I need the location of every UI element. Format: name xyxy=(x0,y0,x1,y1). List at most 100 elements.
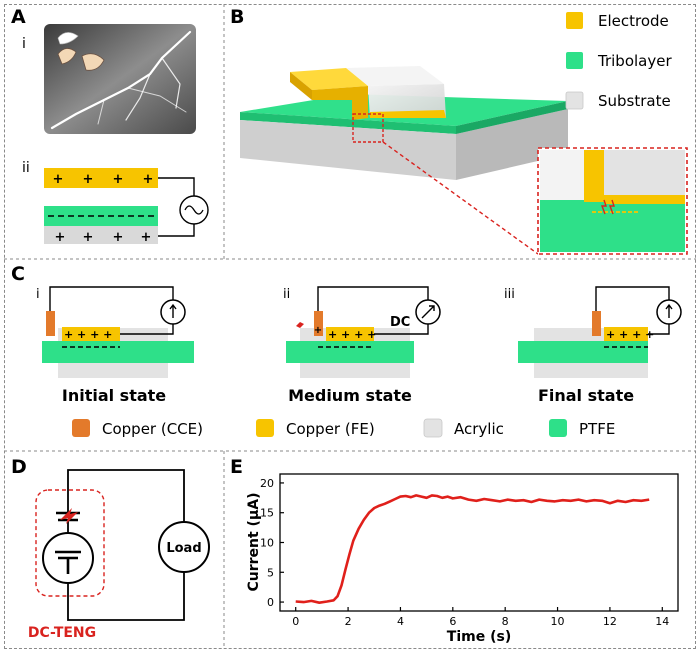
ammeter-needle-icon xyxy=(421,305,435,319)
dc-teng-box xyxy=(35,489,105,597)
legend-swatch-electrode xyxy=(566,12,583,29)
inset-floating-electrode xyxy=(604,195,685,204)
inset-electrode xyxy=(584,150,606,202)
lightning-icon xyxy=(50,30,192,130)
ammeter-needle-icon xyxy=(665,303,673,318)
b-substrate-side xyxy=(456,109,568,180)
chart-series-line-current xyxy=(295,494,650,604)
state-iii-roman: iii xyxy=(504,287,515,302)
gap-spark-icon xyxy=(60,508,78,524)
inset-tribolayer xyxy=(540,200,685,252)
a-substrate xyxy=(44,226,158,244)
state-ii-cce-plus: + xyxy=(314,325,322,336)
b-zoom-box xyxy=(352,113,384,143)
state-i-cce xyxy=(46,311,55,336)
state-i-wire xyxy=(49,286,174,335)
b-substrate-block-top xyxy=(346,66,444,86)
y-tick-label: 20 xyxy=(260,477,274,490)
static-spark-photo xyxy=(44,24,196,134)
b-tribolayer-side xyxy=(456,101,568,134)
state-iii-charges: + + + + xyxy=(606,328,654,341)
state-iii-ptfe xyxy=(518,341,648,363)
panel-d: Load DC-TENG xyxy=(28,469,210,641)
y-tick-label: 5 xyxy=(267,566,274,579)
state-iii-wire xyxy=(595,286,670,335)
state-ii-ptfe xyxy=(286,341,414,363)
ammeter-needle-icon xyxy=(169,303,177,318)
state-ii-roman: ii xyxy=(283,287,290,302)
b-electrode-top xyxy=(290,68,368,90)
panel-label-a: A xyxy=(11,6,26,28)
state-iii-fe xyxy=(604,327,648,341)
x-tick-label: 10 xyxy=(551,615,565,628)
legend-swatch-fe xyxy=(256,419,274,437)
a-electrode-layer xyxy=(44,168,158,188)
panel-label-c: C xyxy=(11,263,25,285)
a-plus-charge: + xyxy=(141,230,152,245)
state-i-ptfe xyxy=(42,341,194,363)
legend-label-electrode: Electrode xyxy=(598,12,669,30)
state-i-fe xyxy=(62,327,120,341)
a-plus-charge: + xyxy=(143,172,154,187)
a-circuit-wire xyxy=(158,177,195,237)
legend-label-fe: Copper (FE) xyxy=(286,420,375,438)
load-label: Load xyxy=(166,541,201,556)
a-plus-charge: + xyxy=(83,230,94,245)
spark-icon xyxy=(600,199,615,215)
b-electrode-side xyxy=(290,72,312,100)
a-plus-charge: + xyxy=(83,172,94,187)
b-tribolayer-front xyxy=(240,112,456,134)
y-tick-label: 0 xyxy=(267,596,274,609)
legend-swatch-ptfe xyxy=(549,419,567,437)
b-zoom-connector xyxy=(382,141,539,255)
legend-swatch-tribolayer xyxy=(566,52,583,69)
x-tick-label: 6 xyxy=(449,615,456,628)
a-plus-charge: + xyxy=(55,230,66,245)
current-source-symbol-icon xyxy=(55,550,81,574)
state-ii-cce xyxy=(314,311,323,336)
sine-wave-icon xyxy=(184,205,204,215)
y-tick-label: 10 xyxy=(260,537,274,550)
x-tick-label: 4 xyxy=(397,615,404,628)
b-floating-electrode xyxy=(370,110,446,118)
state-i-caption: Initial state xyxy=(62,386,166,405)
figure-frame xyxy=(4,4,696,649)
legend-swatch-cce xyxy=(72,419,90,437)
b-substrate-front xyxy=(240,120,456,180)
panel-label-e: E xyxy=(230,456,243,478)
b-electrode-face xyxy=(312,86,368,120)
panel-label-b: B xyxy=(230,6,245,28)
x-tick-label: 14 xyxy=(655,615,669,628)
x-tick-label: 8 xyxy=(502,615,509,628)
legend-swatch-substrate xyxy=(565,91,584,110)
panel-b: Electrode Tribolayer Substrate xyxy=(240,12,688,255)
chart-xlabel: Time (s) xyxy=(447,629,511,645)
state-i-charges: + + + + xyxy=(64,328,112,341)
a-plus-charge: + xyxy=(113,172,124,187)
b-substrate-block xyxy=(368,84,446,118)
y-tick-label: 15 xyxy=(260,507,274,520)
legend-label-cce: Copper (CCE) xyxy=(102,420,203,438)
legend-label-substrate: Substrate xyxy=(598,92,671,110)
discharge-spark-icon xyxy=(288,316,312,334)
legend-label-tribolayer: Tribolayer xyxy=(597,52,672,70)
hand-icon xyxy=(57,32,105,71)
x-tick-label: 12 xyxy=(603,615,617,628)
panel-a: i ii + + + + + + + + xyxy=(22,24,209,245)
d-circuit-wire xyxy=(67,469,185,621)
panel-a-sub-i: i xyxy=(22,36,26,52)
panel-c: i + + + + Initial state ii + + + + + DC … xyxy=(36,286,682,438)
load-icon xyxy=(158,521,210,573)
panel-a-sub-ii: ii xyxy=(22,160,30,176)
state-iii-caption: Final state xyxy=(538,386,634,405)
inset-substrate xyxy=(604,150,685,200)
legend-label-acrylic: Acrylic xyxy=(454,420,504,438)
panel-label-d: D xyxy=(11,456,27,478)
dc-teng-caption: DC-TENG xyxy=(28,625,96,641)
state-ii-fe xyxy=(326,327,374,341)
state-iii-cce xyxy=(592,311,601,336)
state-ii-charges: + + + + xyxy=(328,328,376,341)
